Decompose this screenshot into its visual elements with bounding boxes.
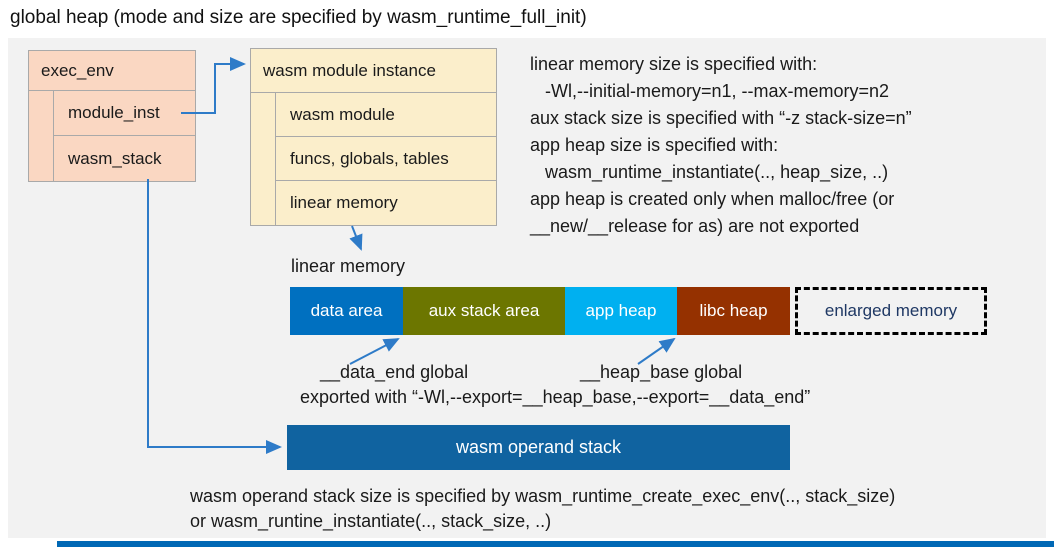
data-end-global-label: __data_end global [320,362,469,382]
size-notes-block: linear memory size is specified with: -W… [530,51,912,240]
note-line: linear memory size is specified with: [530,54,818,74]
exec-env-header: exec_env [29,51,195,91]
exec-env-row-module-inst: module_inst [54,91,195,136]
note-line: app heap size is specified with: [530,135,779,155]
exec-env-box: exec_env module_inst wasm_stack [28,50,196,182]
heap-base-global-label: __heap_base global [580,362,743,382]
module-instance-header: wasm module instance [251,49,496,93]
arrow-linear-memory-row-to-bar [349,225,363,251]
segment-aux-stack-area: aux stack area [403,287,565,335]
wasm-operand-stack-bar: wasm operand stack [287,425,790,470]
segment-app-heap: app heap [565,287,677,335]
module-instance-rows: wasm module funcs, globals, tables linea… [275,93,496,225]
linear-memory-bar: data area aux stack area app heap libc h… [290,287,987,335]
module-instance-row-wasm-module: wasm module [276,93,496,137]
operand-stack-note-line: or wasm_runtine_instantiate(.., stack_si… [190,511,552,531]
diagram-title: global heap (mode and size are specified… [10,7,587,28]
note-line: __new/__release for as) are not exported [530,216,860,236]
exec-env-rows: module_inst wasm_stack [53,91,195,181]
segment-data-area: data area [290,287,403,335]
note-line: wasm_runtime_instantiate(.., heap_size, … [530,162,889,182]
module-instance-row-linear-memory: linear memory [290,193,398,212]
note-line: aux stack size is specified with “-z sta… [530,108,912,128]
exported-with-label: exported with “-Wl,--export=__heap_base,… [300,387,811,407]
footer-accent-bar [57,541,1054,547]
arrow-data-end-to-boundary [349,338,400,365]
module-instance-row-funcs-globals-tables: funcs, globals, tables [276,137,496,181]
note-line: app heap is created only when malloc/fre… [530,189,895,209]
operand-stack-note-line: wasm operand stack size is specified by … [190,486,896,506]
wasm-operand-stack-label: wasm operand stack [455,437,622,457]
module-instance-box: wasm module instance wasm module funcs, … [250,48,497,226]
note-line: -Wl,--initial-memory=n1, --max-memory=n2 [530,81,890,101]
segment-libc-heap: libc heap [677,287,790,335]
segment-enlarged-memory: enlarged memory [795,287,987,335]
arrow-heap-base-to-boundary [637,337,676,365]
exec-env-row-wasm-stack: wasm_stack [68,148,162,168]
linear-memory-label: linear memory [291,256,406,276]
operand-stack-note-block: wasm operand stack size is specified by … [190,484,895,534]
diagram-canvas: exec_env module_inst wasm_stack wasm mod… [8,38,1046,538]
